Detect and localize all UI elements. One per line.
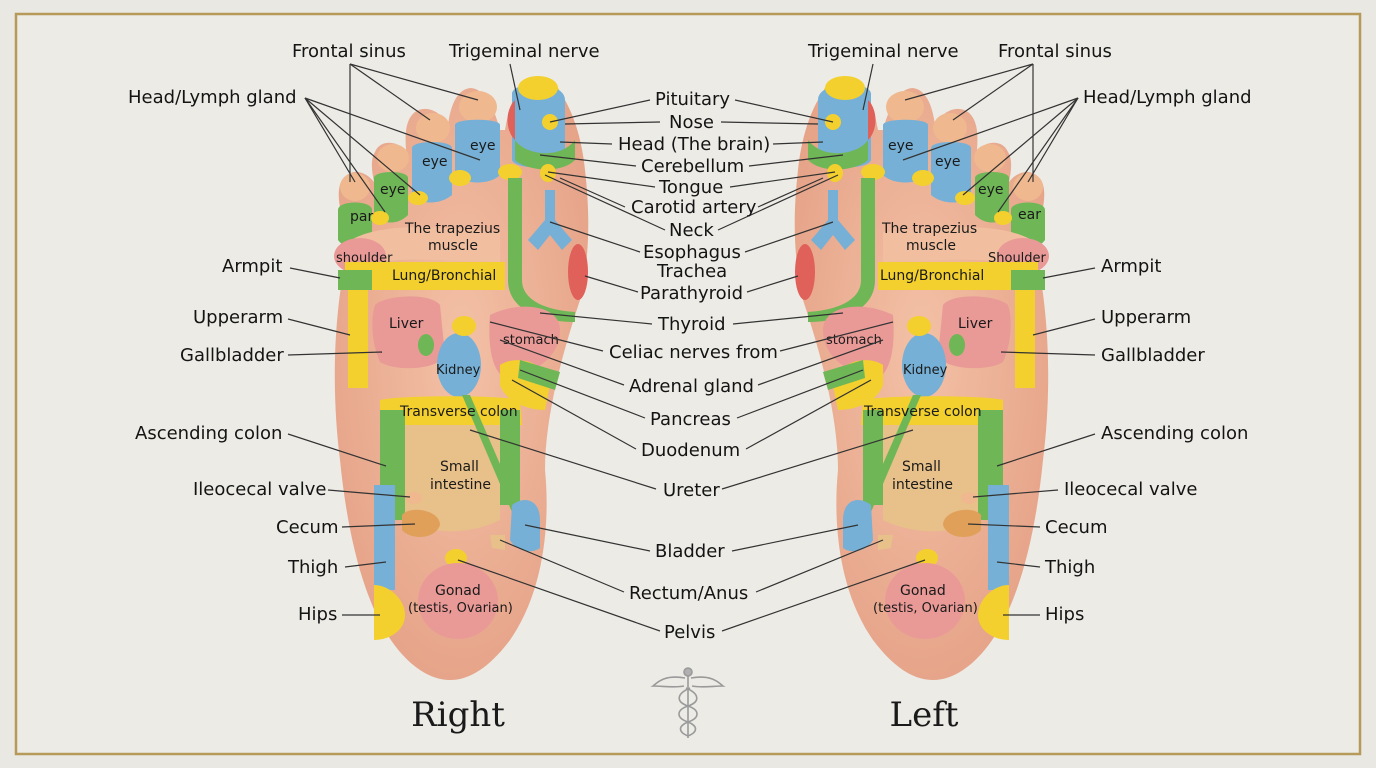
zone-eye-left-2: eye: [935, 154, 961, 170]
label-armpit-left: Armpit: [1101, 256, 1161, 277]
zone-eye-right-3: eye: [470, 138, 496, 154]
zone-liver-right: Liver: [389, 316, 424, 332]
label-thyroid: Thyroid: [657, 314, 726, 335]
label-trachea: Trachea: [656, 261, 727, 282]
zone-trapezius-right-1: The trapezius: [404, 221, 500, 237]
label-head-brain: Head (The brain): [618, 134, 770, 155]
label-cecum-right: Cecum: [276, 517, 338, 538]
zone-gonad-right-2: (testis, Ovarian): [408, 601, 513, 616]
label-ileocecal-valve-left: Ileocecal valve: [1064, 479, 1197, 500]
label-thigh-right: Thigh: [287, 557, 338, 578]
zone-transverse-colon-right: Transverse colon: [399, 404, 518, 420]
label-ascending-colon-right: Ascending colon: [135, 423, 282, 444]
label-esophagus: Esophagus: [643, 242, 741, 263]
label-gallbladder-right: Gallbladder: [180, 345, 284, 366]
label-trigeminal-nerve-right: Trigeminal nerve: [448, 41, 600, 62]
label-rectum-anus: Rectum/Anus: [629, 583, 748, 604]
zone-gonad-left-2: (testis, Ovarian): [873, 601, 978, 616]
zone-gonad-left-1: Gonad: [900, 583, 946, 599]
zone-stomach-left: stomach: [826, 333, 882, 348]
zone-eye-left-1: eye: [978, 182, 1004, 198]
label-head-lymph-gland-right: Head/Lymph gland: [128, 87, 297, 108]
chart-frame: [14, 12, 1362, 756]
label-cerebellum: Cerebellum: [641, 156, 744, 177]
zone-ear-left: ear: [1018, 207, 1041, 223]
zone-lung-right: Lung/Bronchial: [392, 268, 496, 284]
label-celiac-nerves: Celiac nerves from: [609, 342, 778, 363]
zone-stomach-right: stomach: [503, 333, 559, 348]
zone-small-intestine-right-2: intestine: [430, 477, 491, 493]
label-cecum-left: Cecum: [1045, 517, 1107, 538]
label-bladder: Bladder: [655, 541, 725, 562]
label-ascending-colon-left: Ascending colon: [1101, 423, 1248, 444]
label-parathyroid: Parathyroid: [640, 283, 743, 304]
zone-trapezius-right-2: muscle: [428, 238, 478, 254]
zone-lung-left: Lung/Bronchial: [880, 268, 984, 284]
label-head-lymph-gland-left: Head/Lymph gland: [1083, 87, 1252, 108]
label-armpit-right: Armpit: [222, 256, 282, 277]
left-foot-zone-labels: ear eye eye eye The trapezius muscle Sho…: [826, 138, 1047, 616]
zone-kidney-right: Kidney: [436, 363, 481, 378]
label-nose: Nose: [669, 112, 714, 133]
leader-lines: [287, 63, 1096, 632]
label-ileocecal-valve-right: Ileocecal valve: [193, 479, 326, 500]
zone-small-intestine-left-1: Small: [902, 459, 941, 475]
zone-kidney-left: Kidney: [903, 363, 948, 378]
zone-shoulder-left: Shoulder: [988, 251, 1047, 266]
label-hips-right: Hips: [298, 604, 337, 625]
zone-liver-left: Liver: [958, 316, 993, 332]
label-tongue: Tongue: [658, 177, 723, 198]
label-frontal-sinus-right: Frontal sinus: [292, 41, 406, 62]
zone-small-intestine-right-1: Small: [440, 459, 479, 475]
left-foot-callouts: Trigeminal nerve Frontal sinus Head/Lymp…: [807, 41, 1252, 625]
caduceus-icon: [650, 667, 726, 738]
label-frontal-sinus-left: Frontal sinus: [998, 41, 1112, 62]
zone-trapezius-left-2: muscle: [906, 238, 956, 254]
zone-eye-right-1: eye: [380, 182, 406, 198]
center-callouts: Pituitary Nose Head (The brain) Cerebell…: [609, 89, 778, 643]
zone-eye-left-3: eye: [888, 138, 914, 154]
label-adrenal-gland: Adrenal gland: [629, 376, 754, 397]
label-hips-left: Hips: [1045, 604, 1084, 625]
label-neck: Neck: [669, 220, 714, 241]
left-foot-title: Left: [890, 695, 959, 735]
right-foot-callouts: Frontal sinus Trigeminal nerve Head/Lymp…: [128, 41, 600, 625]
zone-transverse-colon-left: Transverse colon: [863, 404, 982, 420]
label-upperarm-left: Upperarm: [1101, 307, 1191, 328]
right-foot-title: Right: [411, 695, 505, 735]
label-thigh-left: Thigh: [1044, 557, 1095, 578]
label-pancreas: Pancreas: [650, 409, 731, 430]
label-upperarm-right: Upperarm: [193, 307, 283, 328]
label-pelvis: Pelvis: [664, 622, 715, 643]
right-foot-zone-labels: par eye eye eye The trapezius muscle sho…: [336, 138, 559, 616]
zone-shoulder-right: shoulder: [336, 251, 393, 266]
label-trigeminal-nerve-left: Trigeminal nerve: [807, 41, 959, 62]
label-ureter: Ureter: [663, 480, 720, 501]
zone-gonad-right-1: Gonad: [435, 583, 481, 599]
zone-trapezius-left-1: The trapezius: [881, 221, 977, 237]
zone-par-right: par: [350, 209, 373, 225]
label-duodenum: Duodenum: [641, 440, 740, 461]
label-pituitary: Pituitary: [655, 89, 730, 110]
label-carotid-artery: Carotid artery: [631, 197, 757, 218]
label-gallbladder-left: Gallbladder: [1101, 345, 1205, 366]
zone-small-intestine-left-2: intestine: [892, 477, 953, 493]
zone-eye-right-2: eye: [422, 154, 448, 170]
